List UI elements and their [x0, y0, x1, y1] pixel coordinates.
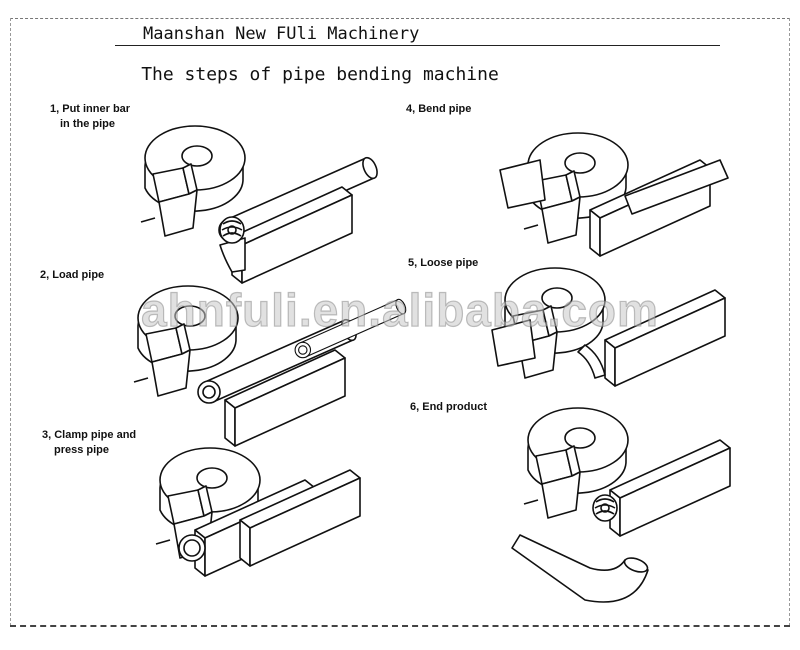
step3-label: 3, Clamp pipe and press pipe: [42, 428, 162, 458]
step1-label: 1, Put inner bar in the pipe: [50, 102, 160, 132]
step4-illustration: [500, 133, 728, 256]
step1-illustration: [141, 126, 380, 283]
step2-label: 2, Load pipe: [40, 268, 104, 283]
step5-label: 5, Loose pipe: [408, 256, 478, 271]
step6-label: 6, End product: [410, 400, 487, 415]
step6-illustration: [512, 408, 730, 602]
step2-illustration: [134, 286, 408, 446]
step3-illustration: [156, 448, 360, 576]
step4-label: 4, Bend pipe: [406, 102, 471, 117]
step5-illustration: [492, 268, 725, 386]
